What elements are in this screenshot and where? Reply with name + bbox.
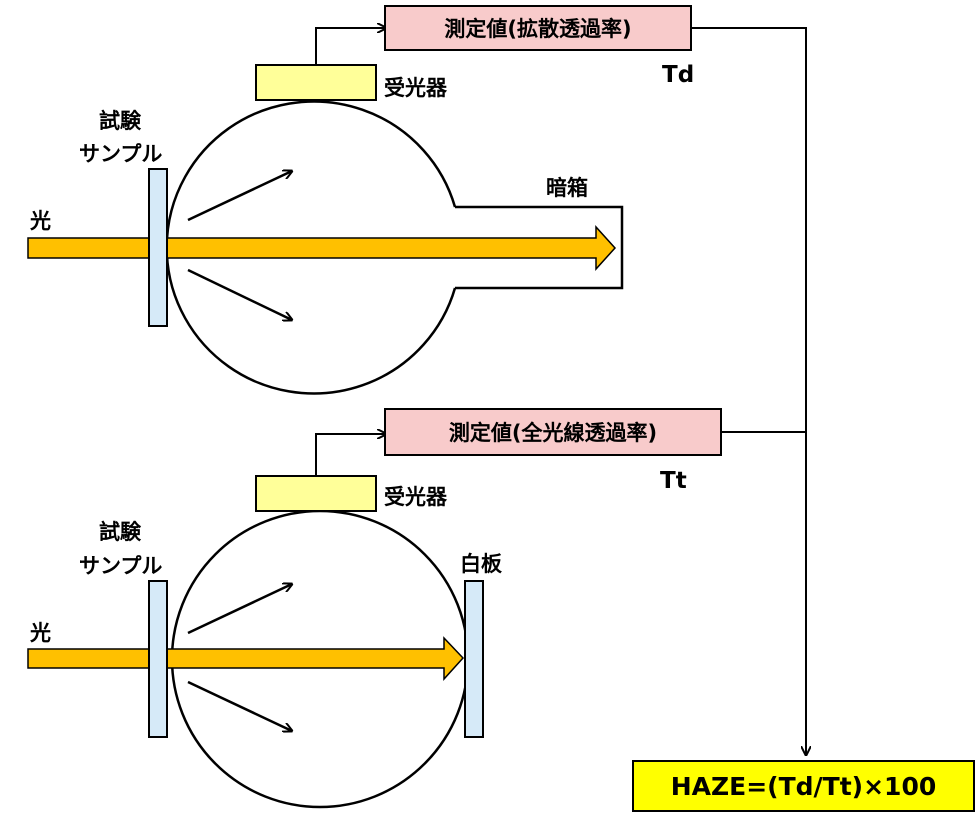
bottom-sample-label-line2: サンプル [79, 554, 163, 578]
white-plate-label: 白板 [460, 552, 502, 576]
bottom-light-beam-arrow [27, 636, 465, 681]
bottom-scatter-arrow-down [187, 680, 292, 731]
top-scatter-arrow-down [187, 268, 292, 320]
td-symbol: Td [662, 62, 695, 88]
top-measurement-label: 測定値(拡散透過率) [444, 17, 632, 41]
bottom-scatter-arrow-up [187, 584, 292, 635]
top-sample-label-line2: サンプル [79, 142, 163, 166]
top-sample-label-line1: 試験 [99, 109, 141, 133]
haze-formula-box: HAZE=(Td/Tt)×100 [632, 760, 975, 812]
top-light-label: 光 [30, 209, 51, 233]
top-light-beam-arrow [27, 225, 617, 271]
white-reflectance-plate [464, 580, 484, 738]
top-detector-label: 受光器 [384, 76, 447, 100]
bottom-test-sample-plate [148, 580, 168, 738]
bottom-sample-label-line1: 試験 [99, 520, 141, 544]
top-test-sample-plate [148, 168, 168, 327]
bottom-measurement-label: 測定値(全光線透過率) [448, 421, 658, 445]
haze-formula: HAZE=(Td/Tt)×100 [670, 771, 937, 801]
bottom-detector-label: 受光器 [384, 485, 447, 509]
bottom-detector [255, 475, 377, 512]
bottom-measurement-box: 測定値(全光線透過率) [384, 408, 722, 456]
td-output-line [692, 27, 806, 755]
bottom-signal-line [315, 434, 386, 476]
top-scatter-arrow-up [187, 171, 292, 222]
top-detector [255, 64, 377, 101]
top-signal-line [315, 28, 386, 65]
tt-symbol: Tt [660, 468, 687, 494]
top-measurement-box: 測定値(拡散透過率) [384, 5, 692, 51]
bottom-light-label: 光 [30, 621, 51, 645]
light-trap-label: 暗箱 [546, 176, 588, 200]
